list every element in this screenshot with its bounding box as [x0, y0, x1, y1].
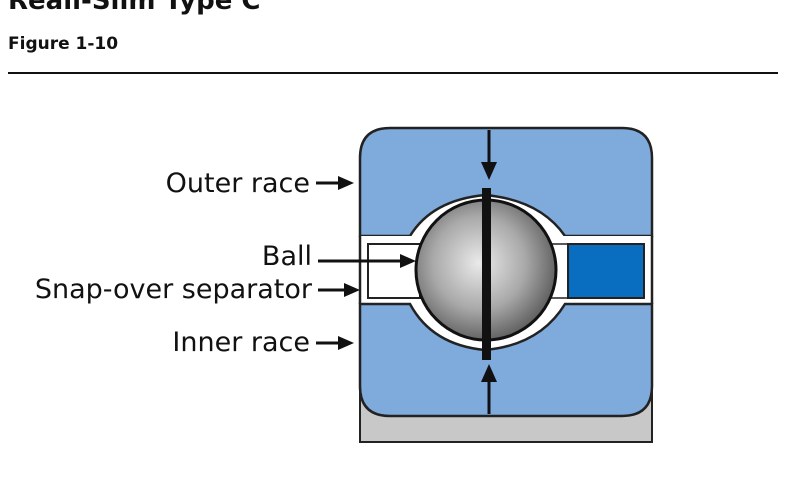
label-ball: Ball: [262, 241, 312, 272]
figure-label: Figure 1-10: [8, 34, 119, 54]
separator-pointer: [318, 283, 360, 297]
inner-race-pointer: [316, 336, 354, 350]
outer-race-pointer: [316, 176, 354, 190]
label-inner-race: Inner race: [172, 327, 310, 358]
bottom-load-arrow: [481, 364, 497, 414]
ball-pointer: [318, 254, 416, 268]
label-outer-race: Outer race: [166, 168, 310, 199]
top-load-arrow: [481, 130, 497, 180]
separator-left: [367, 243, 421, 299]
separator-right: [567, 243, 645, 299]
contact-line: [482, 188, 491, 360]
inner-race-shape: [358, 302, 654, 418]
label-separator: Snap-over separator: [35, 274, 313, 305]
page-title: Reali-Slim Type C: [8, 0, 261, 16]
header-divider: [8, 72, 778, 74]
